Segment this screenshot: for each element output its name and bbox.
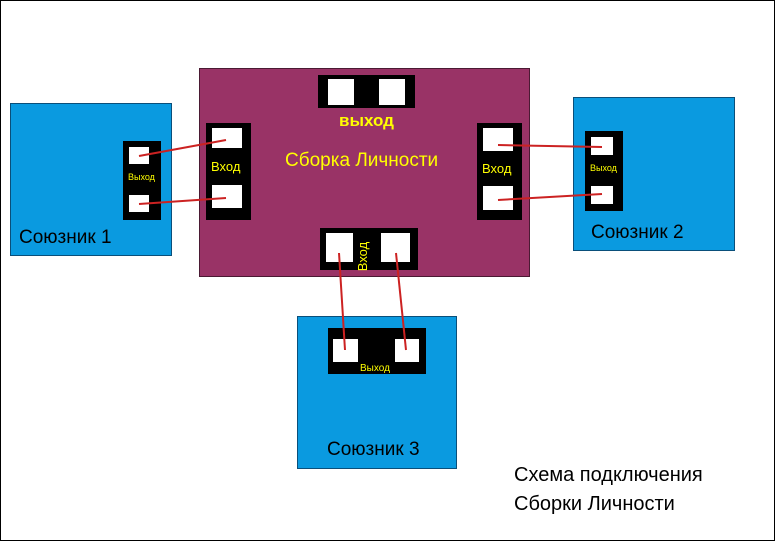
core-input-right-port-bottom — [483, 186, 513, 210]
ally-3-output-port-left — [333, 339, 358, 362]
caption-line-1: Схема подключения — [514, 464, 703, 486]
core-input-left-port-bottom — [212, 185, 242, 208]
core-output-label: выход — [339, 111, 394, 130]
ally-1-name: Союзник 1 — [19, 227, 112, 248]
core-output-port-right — [379, 79, 405, 105]
ally-2-name: Союзник 2 — [591, 222, 684, 243]
diagram-caption: Схема подключения Сборки Личности — [514, 461, 703, 519]
wire-ally3-right — [395, 252, 407, 351]
ally-2-output-label: Выход — [590, 163, 617, 173]
ally-3-name: Союзник 3 — [327, 439, 420, 460]
wire-ally2-top — [497, 144, 603, 148]
wire-ally3-left — [338, 252, 346, 351]
wire-ally1-top — [138, 139, 227, 157]
core-input-left-port-top — [212, 128, 242, 148]
core-output-port-left — [328, 79, 354, 105]
ally-1-output-label: Выход — [128, 172, 155, 182]
ally-3-output-port-right — [395, 339, 419, 362]
caption-line-2: Сборки Личности — [514, 493, 675, 515]
wire-ally2-bottom — [497, 193, 603, 201]
ally-3-output-label: Выход — [360, 363, 390, 374]
core-title: Сборка Личности — [285, 150, 439, 171]
wire-ally1-bottom — [138, 197, 227, 205]
core-input-right-label: Вход — [482, 161, 512, 176]
core-input-left-label: Вход — [211, 159, 241, 174]
ally-3-box — [297, 316, 457, 469]
